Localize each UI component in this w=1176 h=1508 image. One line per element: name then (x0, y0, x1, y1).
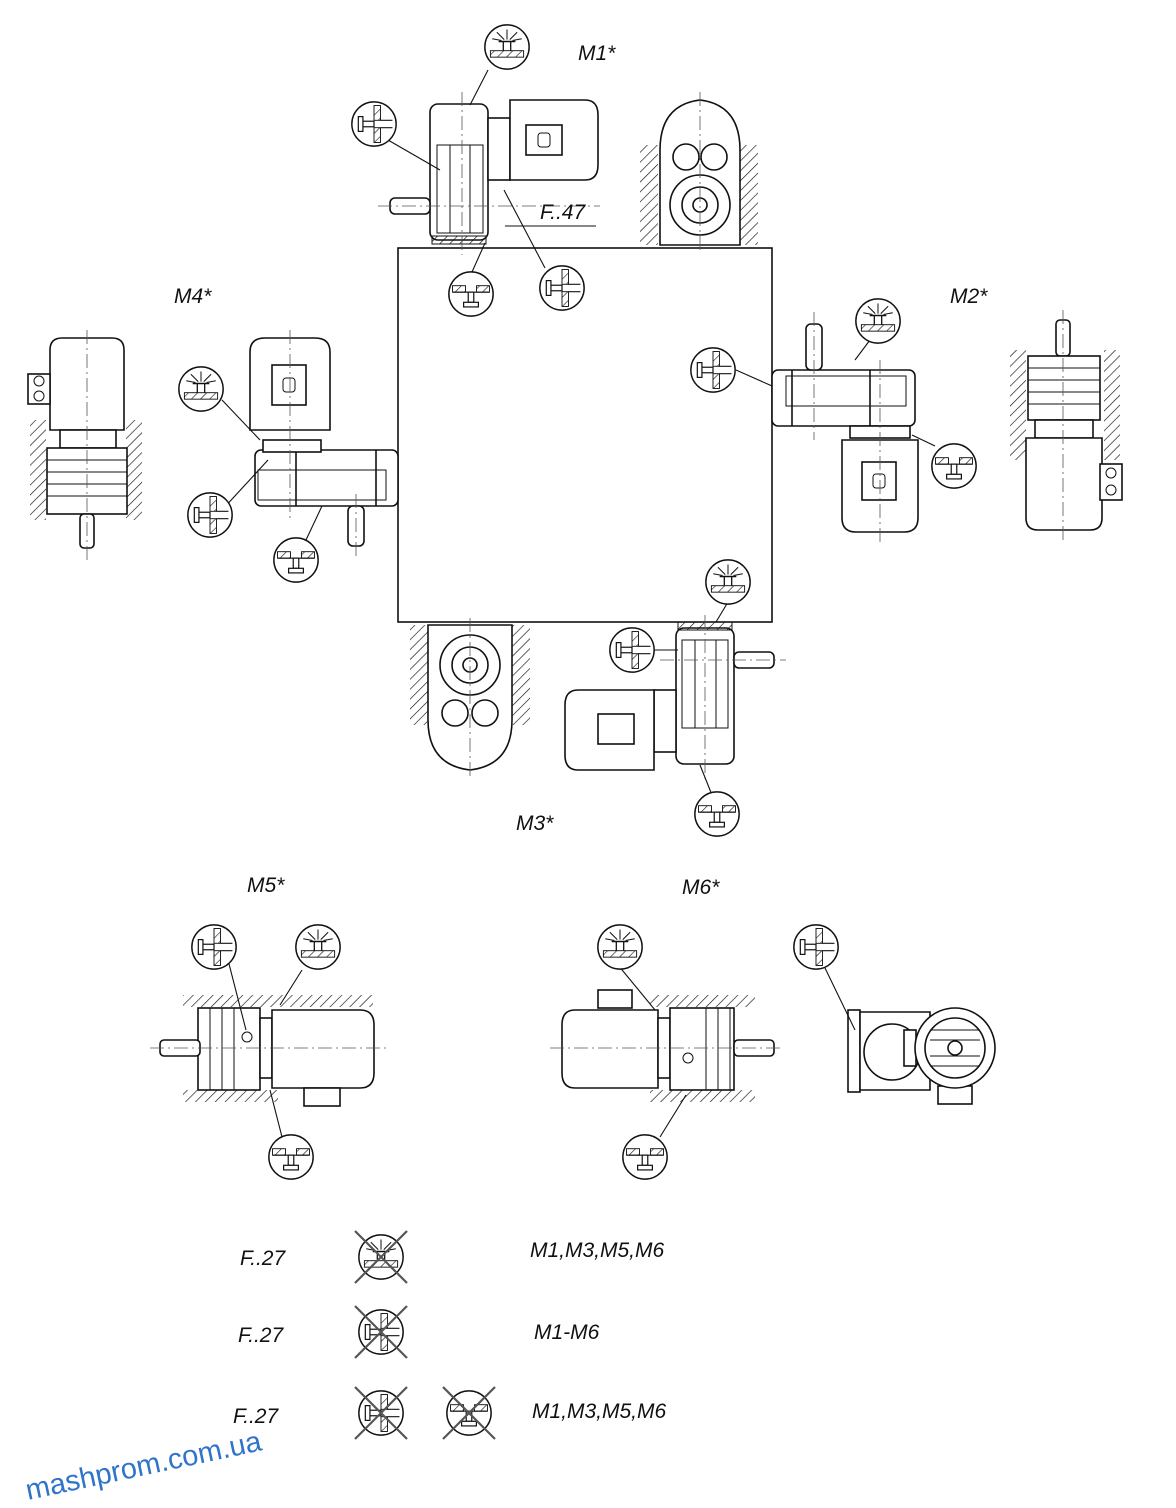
gearmotor-m4-side (27, 330, 142, 560)
leader-lines (221, 69, 936, 1138)
exclusion-table: F..27 M1,M3,M5,M6 F..27 M1-M6 F..27 M1,M… (233, 1230, 667, 1440)
gearmotor-m6-end-view (847, 1007, 996, 1105)
label-m1: M1* (578, 42, 616, 65)
gearmotor-m1 (378, 92, 600, 255)
gearmotor-m5 (150, 995, 390, 1107)
gearmotor-m2 (771, 312, 919, 545)
gearmotor-m6 (550, 989, 784, 1102)
watermark: mashprom.com.ua (23, 1425, 265, 1506)
mounting-plate (397, 247, 773, 623)
row3-positions: M1,M3,M5,M6 (532, 1400, 667, 1423)
label-m4: M4* (174, 285, 212, 308)
row3-type: F..27 (233, 1405, 279, 1428)
row1-positions: M1,M3,M5,M6 (530, 1239, 665, 1262)
label-f47: F..47 (540, 201, 586, 224)
row2-positions: M1-M6 (534, 1321, 600, 1344)
label-m5: M5* (247, 874, 285, 897)
gearmotor-m1-front (640, 92, 758, 250)
gearmotor-m3-front (410, 618, 530, 778)
gearmotor-m3 (564, 615, 786, 780)
label-m6: M6* (682, 876, 720, 899)
row3-level-crossed-icon (354, 1386, 408, 1440)
row2-level-crossed-icon (354, 1305, 408, 1359)
row3-drain-crossed-icon (442, 1386, 496, 1440)
gearmotor-m4 (249, 330, 399, 560)
label-m3: M3* (516, 812, 554, 835)
row1-vent-crossed-icon (354, 1230, 408, 1284)
row2-type: F..27 (238, 1324, 284, 1347)
row1-type: F..27 (240, 1247, 286, 1270)
gearmotor-m2-side (1010, 310, 1123, 540)
label-m2: M2* (950, 285, 988, 308)
